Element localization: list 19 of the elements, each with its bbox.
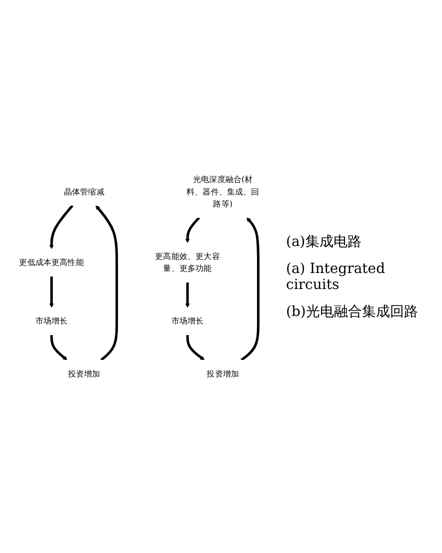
arrow [49, 276, 54, 308]
caption: (b)光电融合集成回路 [286, 302, 419, 320]
caption: (a)集成电路 [286, 232, 362, 250]
node-text: 晶体管缩减 [64, 186, 104, 196]
arrow [96, 205, 118, 361]
arrow [185, 282, 190, 308]
arrow [240, 217, 260, 361]
node-text: 更高能效、更大容量、更多功能 [155, 251, 220, 273]
node-text: 投资增加 [206, 368, 240, 378]
node-text: 投资增加 [68, 368, 100, 378]
node-text: 光电深度融合(材料、器件、集成、回路等) [186, 174, 260, 208]
arrow [186, 334, 205, 360]
caption: (a) Integrated circuits [286, 260, 386, 292]
node-text: 更低成本更高性能 [19, 257, 84, 267]
arrow [185, 216, 200, 243]
arrow [49, 204, 74, 249]
node-text: 市场增长 [171, 316, 204, 326]
node-text: 市场增长 [35, 316, 68, 326]
arrow [50, 334, 68, 360]
